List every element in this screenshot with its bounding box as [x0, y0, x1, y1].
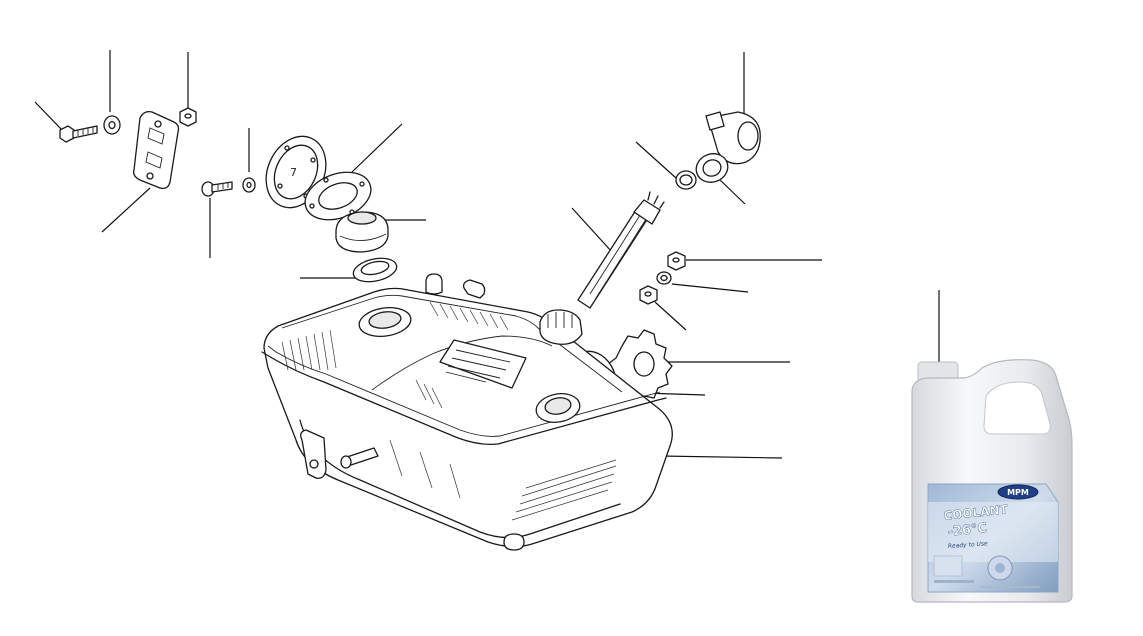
svg-text:7: 7: [290, 166, 297, 179]
sender-unit: [577, 191, 665, 309]
bottle-rating: -26°C: [947, 521, 988, 540]
leader-lock-ring: [717, 177, 746, 205]
leader-bracket: [101, 187, 151, 233]
leader-lines: [34, 50, 940, 459]
nut-right: [667, 251, 686, 271]
tank-hatch-left: [281, 329, 337, 371]
mounting-bracket: [132, 110, 180, 190]
nut-lower: [639, 285, 658, 305]
leader-washer-right: [671, 283, 749, 293]
leader-gasket: [351, 123, 403, 173]
bottle-brand: MPM: [1007, 488, 1029, 497]
coolant-bottle: MPM COOLANT -26°C Ready to Use: [911, 359, 1073, 603]
leader-bolt: [34, 101, 63, 131]
leader-sender-unit: [571, 207, 613, 253]
gasket-ring: [304, 171, 372, 221]
bottle-tagline: Ready to Use: [948, 540, 989, 550]
washer-right: [656, 271, 672, 285]
top-cap: [705, 111, 761, 165]
fuel-tank: [261, 273, 673, 551]
seal-ring: [352, 257, 398, 283]
washer-left: [103, 115, 121, 135]
leader-o-ring: [635, 141, 677, 179]
nut-left: [179, 107, 197, 127]
bottle-product: COOLANT: [943, 502, 1009, 523]
leader-nut-lower: [654, 301, 687, 331]
washer-small: [242, 177, 256, 193]
rubber-boot: [335, 211, 389, 253]
tank-hatch-right: [389, 439, 617, 521]
screw-small: [201, 181, 233, 197]
leader-tank: [659, 455, 783, 459]
o-ring: [675, 170, 697, 190]
lock-ring: [695, 153, 729, 183]
bolt-left: [59, 125, 98, 143]
